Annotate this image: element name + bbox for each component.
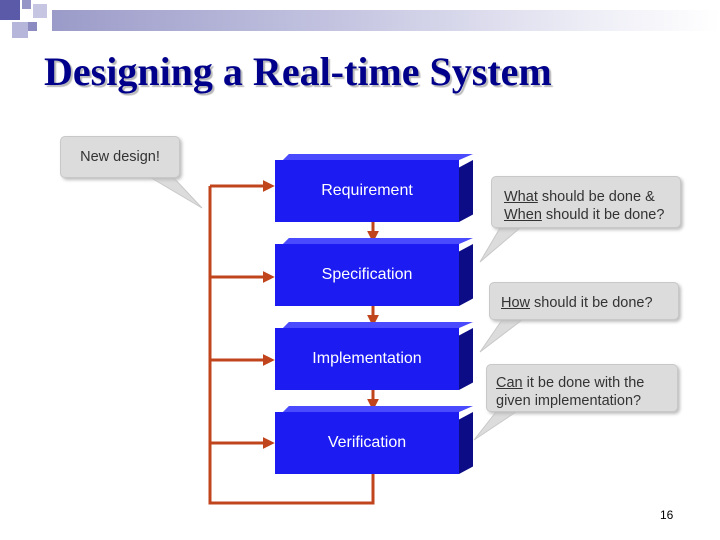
keyword-when: When [504,207,542,223]
callout-implementation: Can it be done with the given implementa… [486,364,678,412]
feedback-loop-line [208,186,375,505]
stage-specification: Specification [275,238,473,306]
callout-text: New design! [80,149,160,165]
header-square [33,4,47,18]
callout-specification: How should it be done? [489,282,679,320]
stage-label: Implementation [275,328,459,390]
stage-requirement: Requirement [275,154,473,222]
stage-label: Requirement [275,160,459,222]
tail-specification [479,319,524,353]
header-square [22,0,31,9]
stage-label: Specification [275,244,459,306]
tail-new-design [146,175,203,209]
page-number: 16 [660,508,674,522]
keyword-can: Can [496,375,523,391]
callout-requirement: What should be done & When should it be … [491,176,681,228]
stage-implementation: Implementation [275,322,473,390]
callout-new-design: New design! [60,136,180,178]
stage-verification: Verification [275,406,473,474]
keyword-how: How [501,295,531,311]
header-square [28,22,37,31]
header-bar [52,10,720,31]
slide-title: Designing a Real-time System [44,49,552,94]
header-square [0,0,20,20]
header-square [12,22,28,38]
stage-label: Verification [275,412,459,474]
tail-requirement [479,227,522,263]
tail-implementation [473,411,518,441]
keyword-what: What [504,189,538,205]
